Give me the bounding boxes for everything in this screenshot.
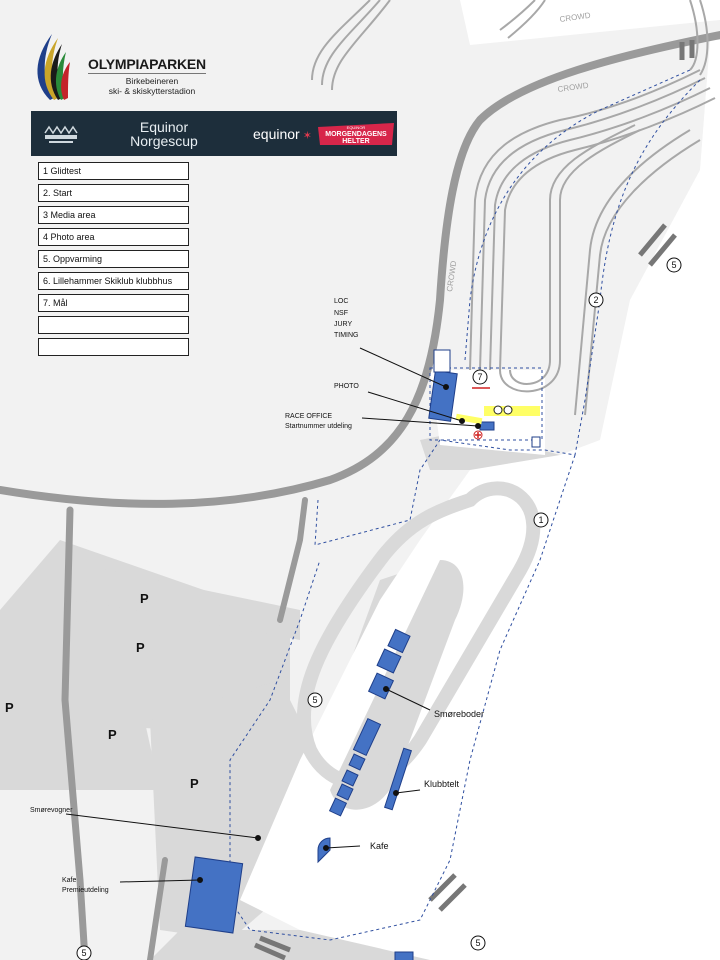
banner-title-line2: Norgescup: [130, 133, 198, 149]
loc-outline: [433, 349, 451, 373]
crowd-label-mid: CROWD: [557, 81, 589, 94]
smorevogner-label: Smørevogner: [30, 807, 73, 814]
equinor-star-icon: ✶: [299, 130, 312, 142]
marker-5: 5: [671, 260, 676, 270]
parking-label: P: [140, 591, 149, 606]
parking-label: P: [108, 727, 117, 742]
roads: [0, 31, 720, 960]
bridges: [254, 40, 695, 960]
smoreboder-3: [367, 672, 395, 700]
legend-item: 1 Glidtest: [38, 162, 189, 180]
kafe-premie-label: Kafe: [62, 877, 77, 884]
parking-label: P: [190, 776, 199, 791]
loc-label: LOC: [334, 298, 348, 305]
legend-item: 7. Mål: [38, 294, 189, 312]
ski-trails: [311, 0, 716, 416]
brand-divider: [88, 73, 206, 74]
tag-line2: HELTER: [342, 138, 369, 145]
brand-name: OLYMPIAPARKEN: [88, 56, 206, 72]
smoreboder-1: [387, 628, 411, 654]
startnummer-label: Startnummer utdeling: [285, 423, 352, 430]
marker-1: 1: [538, 515, 543, 525]
smoreboder-2: [376, 648, 402, 674]
tag-line1: MORGENDAGENS: [325, 131, 387, 138]
photo-label: PHOTO: [334, 383, 359, 390]
klubbtelt-label: Klubbtelt: [424, 779, 460, 789]
finish-zone-outline: [429, 367, 543, 441]
bottom-building: [394, 951, 414, 960]
brand-subtitle-line2: ski- & skiskytterstadion: [108, 86, 196, 96]
timing-label: TIMING: [334, 332, 359, 339]
smoreboder-4: [352, 717, 382, 757]
nsf-label: NSF: [334, 310, 348, 317]
equinor-wordmark: equinor ✶: [253, 126, 312, 142]
marker-5: 5: [81, 948, 86, 958]
course-boundary: [229, 69, 701, 941]
legend-item: 3 Media area: [38, 206, 189, 224]
legend-item: 2. Start: [38, 184, 189, 202]
track-loop: [296, 481, 541, 790]
parking-label: P: [136, 640, 145, 655]
smoreboder-5: [348, 753, 366, 771]
premie-building: [184, 856, 244, 934]
timing-clocks: [493, 405, 513, 415]
race-office-box: [479, 421, 495, 431]
legend-item-empty: [38, 338, 189, 356]
marker-2: 2: [593, 295, 598, 305]
facilities: [184, 370, 495, 960]
premieutdeling-label: Premieutdeling: [62, 887, 109, 894]
brand-subtitle-line1: Birkebeineren: [125, 76, 179, 86]
morgendagens-helter-logo: EQUINOR MORGENDAGENS HELTER: [318, 123, 394, 145]
first-aid-cross: [475, 432, 481, 438]
tag-top: EQUINOR: [347, 125, 366, 130]
event-banner: Equinor Norgescup equinor ✶ EQUINOR MORG…: [31, 111, 397, 156]
legend-item: 6. Lillehammer Skiklub klubbhus: [38, 272, 189, 290]
smoreboder-6: [341, 769, 359, 787]
small-hut: [531, 436, 541, 448]
legend-item: 5. Oppvarming: [38, 250, 189, 268]
smoreboder-label: Smøreboder: [434, 709, 484, 719]
equinor-text: equinor: [253, 126, 300, 142]
banner-title: Equinor Norgescup: [123, 120, 205, 148]
photo-bar: [455, 413, 483, 425]
kafe-label: Kafe: [370, 841, 389, 851]
marker-7: 7: [477, 372, 482, 382]
banner-title-line1: Equinor: [139, 119, 189, 135]
parking-label: P: [5, 700, 14, 715]
flame-logo-icon: [37, 34, 70, 100]
legend-item-empty: [38, 316, 189, 334]
crowd-label-top: CROWD: [559, 11, 591, 24]
marker-5: 5: [475, 938, 480, 948]
smoreboder-8: [328, 797, 348, 817]
skiforbund-logo-icon: [44, 125, 78, 143]
callout-lines: [65, 347, 481, 883]
klubbtelt-tent: [383, 747, 413, 811]
smoreboder-7: [336, 783, 354, 801]
olympiaparken-logo: OLYMPIAPARKEN Birkebeineren ski- & skisk…: [30, 30, 210, 100]
circle-markers: [76, 257, 682, 960]
crowd-label-side: CROWD: [445, 260, 458, 292]
race-office-label: RACE OFFICE: [285, 413, 332, 420]
legend-item: 4 Photo area: [38, 228, 189, 246]
legend-list: 1 Glidtest 2. Start 3 Media area 4 Photo…: [38, 162, 189, 360]
brand-subtitle: Birkebeineren ski- & skiskytterstadion: [88, 76, 216, 96]
marker-5: 5: [312, 695, 317, 705]
jury-label: JURY: [334, 321, 352, 328]
